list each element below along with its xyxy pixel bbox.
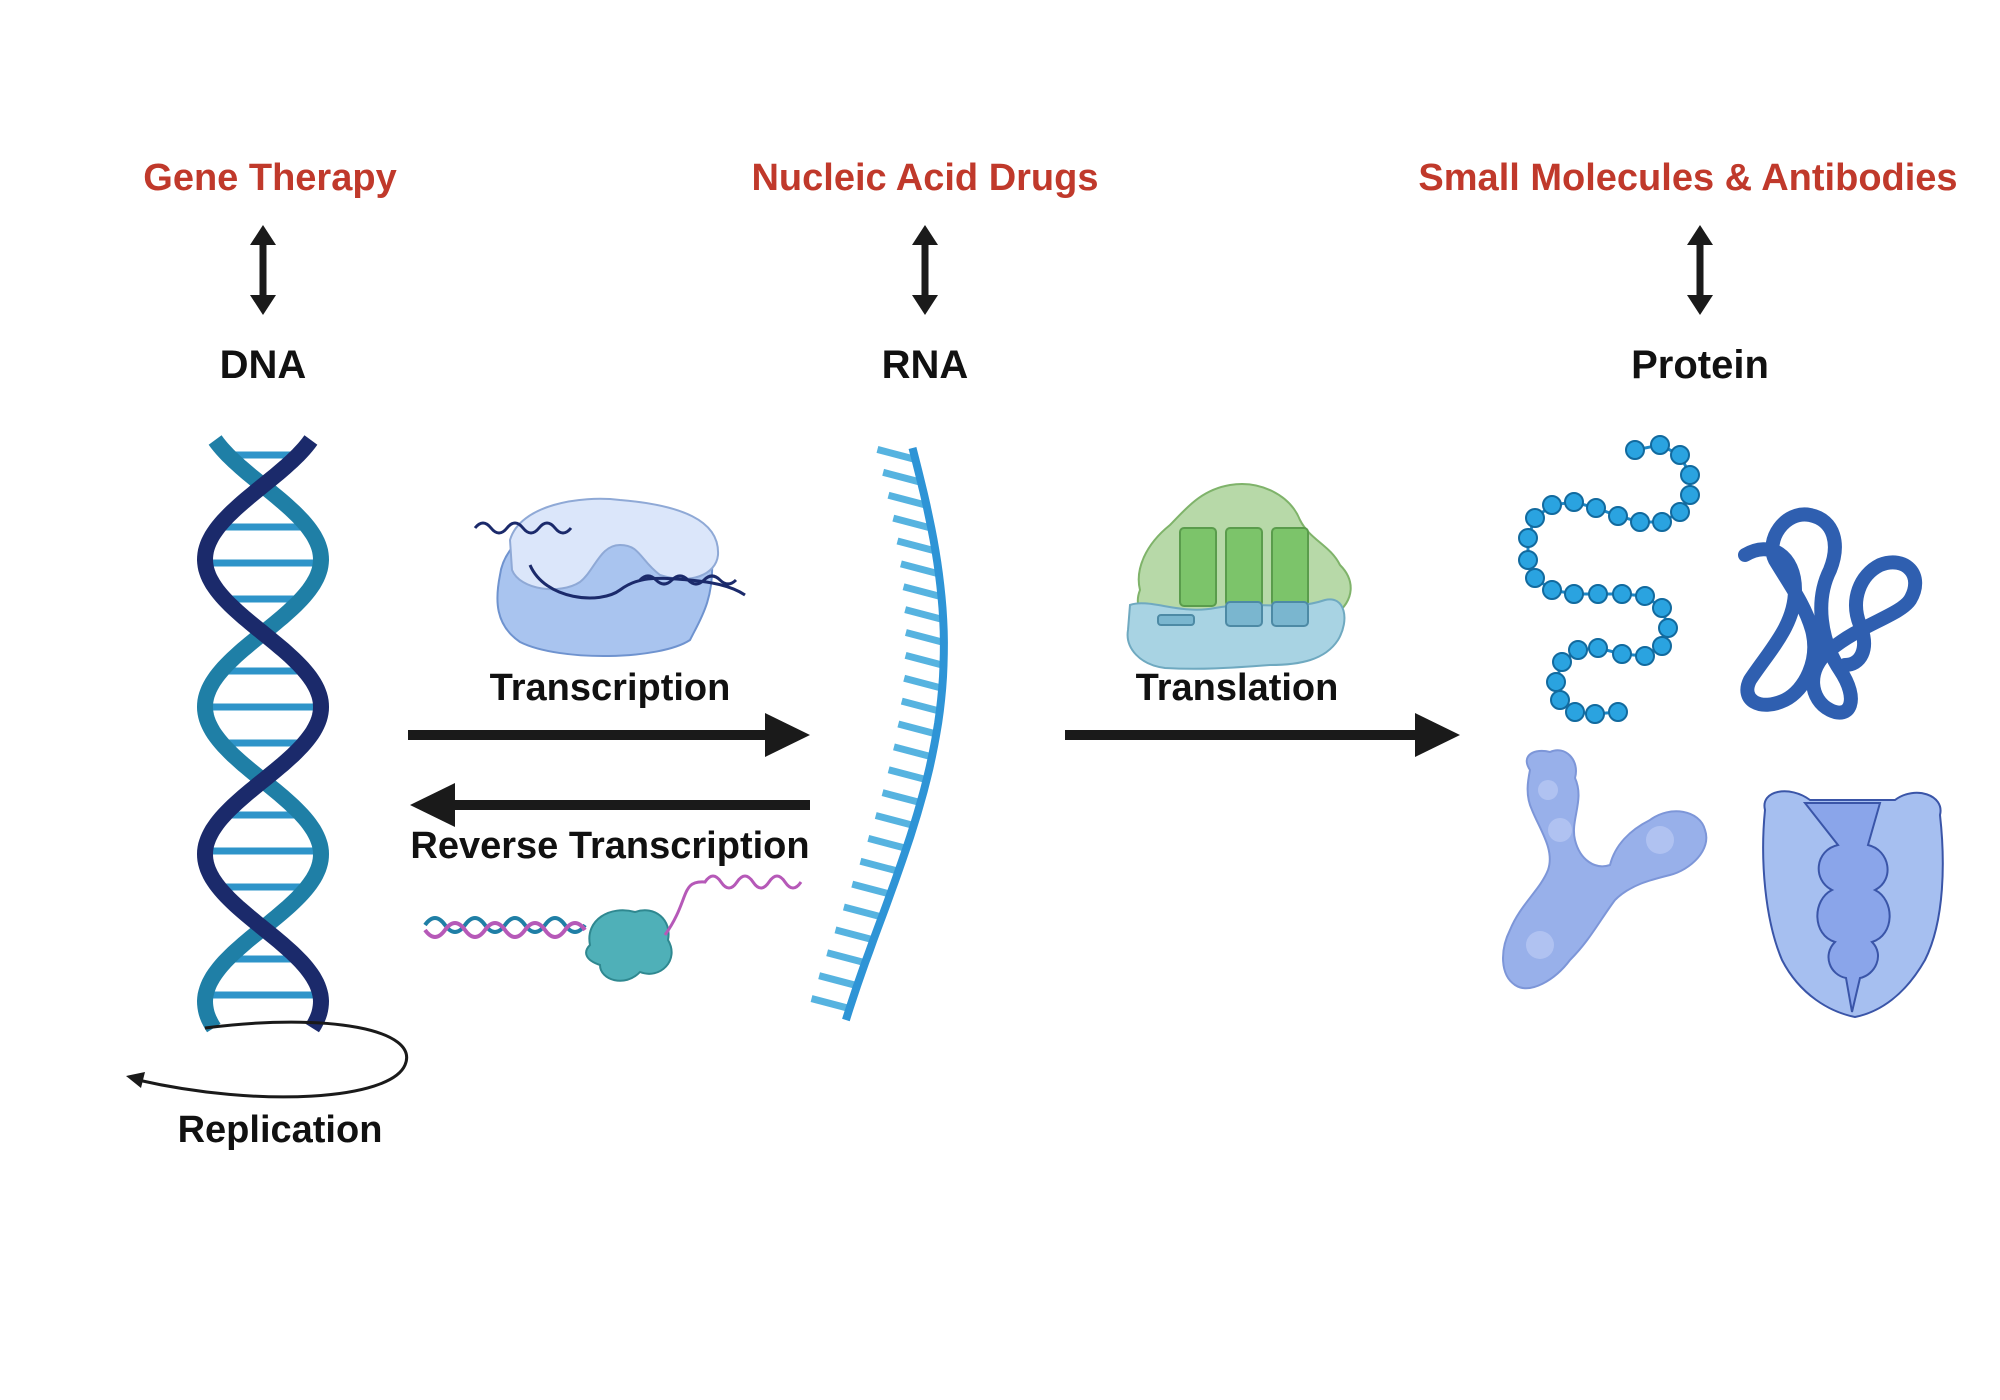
rna-strand-icon <box>810 446 948 1022</box>
antibody-icon <box>1502 749 1708 990</box>
rna-base <box>887 766 928 784</box>
small-molecules-antibodies-label: Small Molecules & Antibodies <box>1418 157 1957 199</box>
rna-base <box>834 926 875 944</box>
amino-acid-bead <box>1542 495 1562 515</box>
rna-base <box>897 720 938 738</box>
amino-acid-bead <box>1635 646 1655 666</box>
amino-acid-bead <box>1608 702 1628 722</box>
rna-base <box>893 743 933 761</box>
rna-base <box>842 903 883 921</box>
rna-base <box>887 491 928 509</box>
gene-therapy-label: Gene Therapy <box>143 157 396 199</box>
amino-acid-bead <box>1568 640 1588 660</box>
rna-base <box>851 880 892 898</box>
amino-acid-bead <box>1630 512 1650 532</box>
rna-base <box>903 674 944 692</box>
reverse-transcriptase-icon <box>423 874 803 982</box>
translation-arrow-icon <box>1065 713 1460 757</box>
dna-helix-icon <box>196 435 330 1033</box>
reverse-transcription-label: Reverse Transcription <box>410 825 809 867</box>
rna-base <box>874 812 915 829</box>
amino-acid-bead <box>1565 702 1585 722</box>
amino-acid-bead <box>1586 498 1606 518</box>
transcription-label: Transcription <box>490 667 731 709</box>
amino-acid-bead <box>1625 440 1645 460</box>
rna-base <box>859 857 900 875</box>
rna-base <box>896 537 937 555</box>
rna-base <box>876 446 917 463</box>
membrane-protein-icon <box>1762 790 1944 1019</box>
protein-label: Protein <box>1631 343 1769 387</box>
amino-acid-bead <box>1680 465 1700 485</box>
rna-base <box>881 789 922 807</box>
amino-acid-bead <box>1588 638 1608 658</box>
rna-base <box>892 514 933 532</box>
amino-acid-bead <box>1564 492 1584 512</box>
transcription-arrow-icon <box>408 713 810 757</box>
double-arrow-protein <box>1687 225 1713 315</box>
amino-acid-bead <box>1658 618 1678 638</box>
ribosome-icon <box>1126 483 1352 670</box>
rna-base <box>904 629 945 646</box>
rna-polymerase-icon <box>473 497 746 657</box>
amino-acid-bead <box>1518 528 1538 548</box>
amino-acid-bead <box>1650 435 1670 455</box>
double-arrow-dna <box>250 225 276 315</box>
amino-acid-bead <box>1525 568 1545 588</box>
amino-acid-bead <box>1546 672 1566 692</box>
rna-base <box>904 651 945 669</box>
rna-base <box>867 835 908 852</box>
folded-protein-icon <box>1738 507 1923 720</box>
dna-label: DNA <box>220 343 307 387</box>
amino-acid-bead <box>1585 704 1605 724</box>
amino-acid-bead <box>1550 690 1570 710</box>
amino-acid-bead <box>1588 584 1608 604</box>
translation-label: Translation <box>1136 667 1339 709</box>
rna-base <box>904 606 945 623</box>
amino-acid-bead <box>1635 586 1655 606</box>
amino-acid-bead <box>1670 502 1690 522</box>
replication-label: Replication <box>178 1109 383 1151</box>
amino-acid-bead <box>1612 644 1632 664</box>
amino-acid-bead <box>1670 445 1690 465</box>
amino-acid-bead <box>1542 580 1562 600</box>
amino-acid-bead <box>1652 598 1672 618</box>
double-arrow-rna <box>912 225 938 315</box>
replication-loop-arrow-icon <box>126 1020 409 1099</box>
reverse-transcription-arrow-icon <box>410 783 810 827</box>
amino-acid-bead <box>1552 652 1572 672</box>
amino-acid-bead <box>1652 512 1672 532</box>
nucleic-acid-drugs-label: Nucleic Acid Drugs <box>751 157 1098 199</box>
amino-acid-bead <box>1525 508 1545 528</box>
amino-acid-bead <box>1612 584 1632 604</box>
amino-acid-bead <box>1608 506 1628 526</box>
rna-label: RNA <box>882 343 969 387</box>
amino-acid-bead <box>1680 485 1700 505</box>
amino-acid-bead <box>1564 584 1584 604</box>
rna-base <box>882 468 923 486</box>
rna-base <box>900 560 940 578</box>
rna-base <box>810 995 851 1012</box>
rna-base <box>818 972 859 990</box>
amino-acid-bead <box>1652 636 1672 656</box>
amino-acid-bead <box>1518 550 1538 570</box>
amino-acid-chain-icon <box>1518 435 1700 724</box>
rna-base <box>826 949 867 967</box>
rna-base <box>902 583 943 601</box>
rna-base <box>900 697 941 715</box>
